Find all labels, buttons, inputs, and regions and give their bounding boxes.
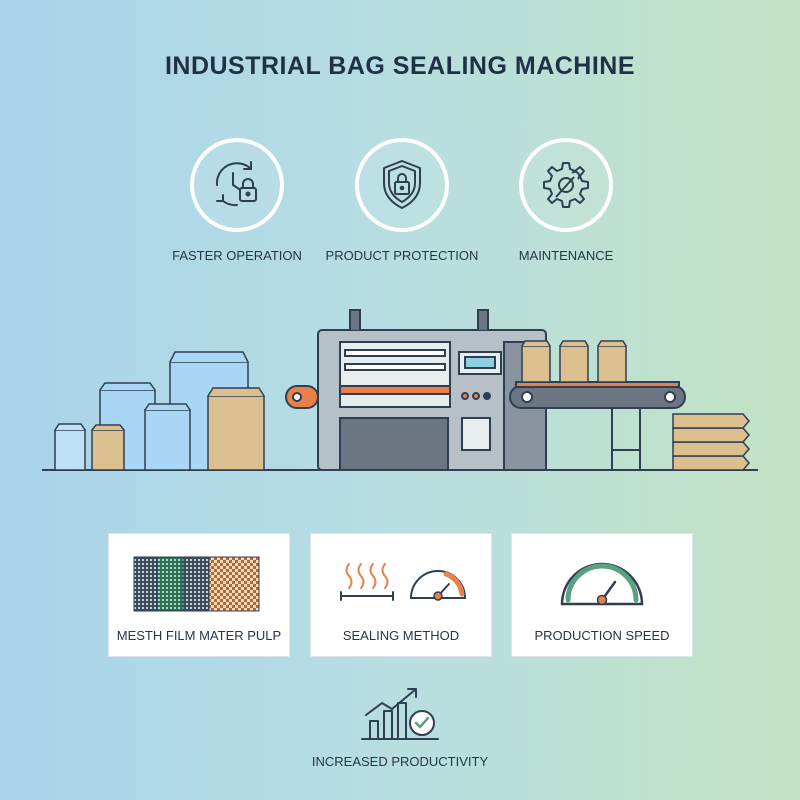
bag	[559, 345, 589, 383]
growth-chart-check-icon	[361, 688, 439, 740]
feature-label: MAINTENANCE	[518, 248, 614, 263]
shield-lock-icon	[383, 160, 421, 209]
gear-wrench-icon	[543, 162, 589, 208]
bag	[54, 429, 86, 471]
productivity-label: INCREASED PRODUCTIVITY	[311, 754, 489, 769]
sealing-machine-illustration	[42, 309, 758, 471]
card-label: MESTH FILM MATER PULP	[116, 628, 282, 643]
feature-circle	[190, 138, 284, 232]
page-title: INDUSTRIAL BAG SEALING MACHINE	[164, 52, 636, 80]
heat-gauge-icon	[340, 563, 467, 601]
feature-label: FASTER OPERATION	[172, 248, 302, 263]
card-materials: MESTH FILM MATER PULP	[108, 533, 290, 657]
card-label: PRODUCTION SPEED	[534, 628, 670, 643]
material-swatches-icon	[133, 556, 260, 612]
feature-circle	[519, 138, 613, 232]
feature-product-protection: PRODUCT PROTECTION	[312, 138, 492, 263]
bag	[521, 345, 551, 383]
bag	[207, 395, 265, 471]
bags-on-conveyor	[521, 340, 627, 383]
clock-lock-icon	[215, 161, 257, 207]
feature-circle	[355, 138, 449, 232]
bag-stack-left	[54, 351, 265, 471]
speedometer-icon	[560, 562, 644, 606]
increased-productivity: INCREASED PRODUCTIVITY	[0, 685, 800, 769]
feature-label: PRODUCT PROTECTION	[325, 248, 479, 263]
feature-maintenance: MAINTENANCE	[476, 138, 656, 263]
bag	[144, 409, 191, 471]
card-production-speed: PRODUCTION SPEED	[511, 533, 693, 657]
bag	[597, 345, 627, 383]
feature-faster-operation: FASTER OPERATION	[147, 138, 327, 263]
sealed-bag-stack	[672, 413, 750, 471]
card-label: SEALING METHOD	[342, 628, 460, 643]
bag	[91, 429, 125, 471]
card-sealing-method: SEALING METHOD	[310, 533, 492, 657]
